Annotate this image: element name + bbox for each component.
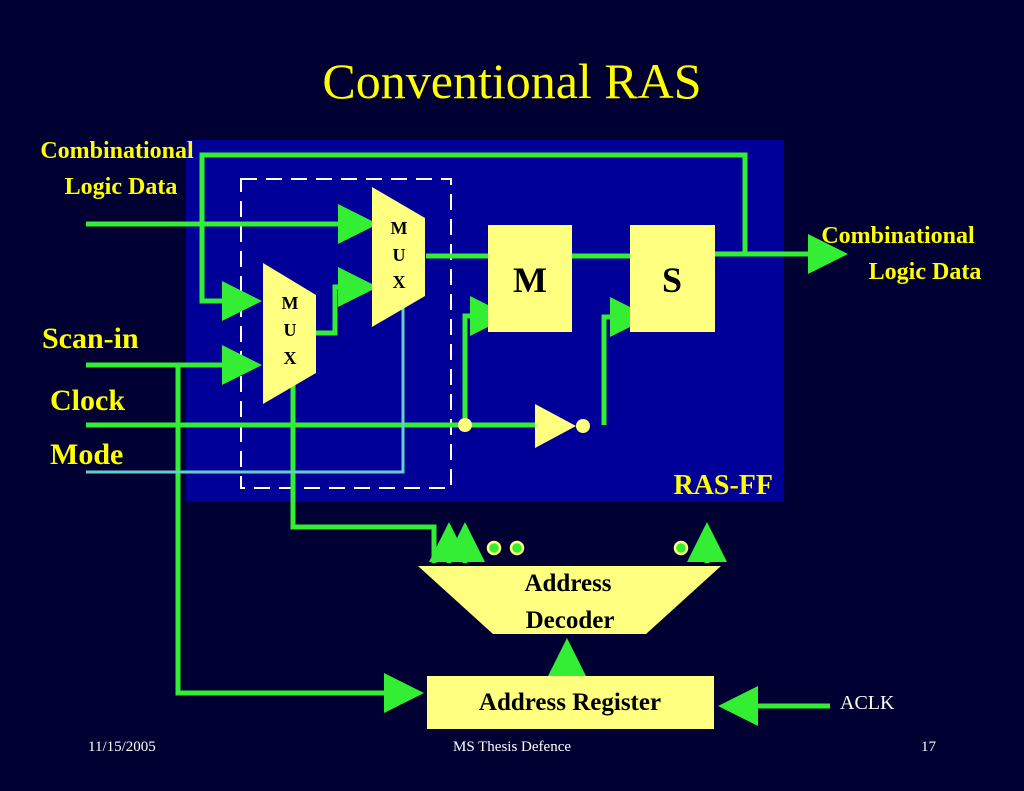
mux-upper — [372, 187, 425, 327]
mux-lower-letter-x: X — [284, 348, 297, 368]
mux-upper-letter-m: M — [391, 218, 408, 238]
footer-page-number: 17 — [921, 739, 936, 755]
scan-in-to-register-wire — [175, 365, 424, 713]
address-register — [427, 676, 714, 729]
decoder-output-dot-2 — [509, 540, 525, 556]
decoder-output-dot-1 — [486, 540, 502, 556]
comb-output-label-line2: Logic Data — [869, 259, 982, 285]
mode-wire — [86, 308, 405, 474]
mux-to-mux-wire — [316, 267, 378, 336]
ras-ff-label: RAS-FF — [673, 470, 773, 501]
mux-upper-letter-x: X — [393, 272, 406, 292]
aclk-label: ACLK — [840, 692, 895, 714]
mux-group-border — [240, 178, 452, 489]
slide-title: Conventional RAS — [322, 53, 702, 109]
footer-center: MS Thesis Defence — [452, 739, 572, 755]
inverter-bubble — [576, 419, 590, 433]
mode-label: Mode — [50, 438, 123, 471]
slave-latch — [630, 225, 715, 332]
mux-lower-letter-u: U — [284, 320, 297, 340]
comb-input-label-line2: Logic Data — [65, 174, 178, 200]
mux-upper-letter-u: U — [393, 245, 406, 265]
decoder-output-dot-3 — [673, 540, 689, 556]
address-decoder — [418, 566, 721, 634]
mux-lower — [263, 263, 316, 404]
mux-lower-letter-m: M — [282, 293, 299, 313]
address-register-label: Address Register — [479, 689, 661, 716]
footer-date: 11/15/2005 — [88, 739, 156, 755]
clock-label: Clock — [50, 384, 125, 417]
comb-output-label-line1: Combinational — [821, 223, 975, 249]
scan-in-label: Scan-in — [42, 322, 139, 355]
clock-junction-dot — [458, 418, 472, 432]
master-latch-label: M — [513, 260, 547, 300]
address-decoder-label-line2: Decoder — [526, 607, 615, 634]
clock-to-slave-wire — [601, 297, 650, 425]
address-decoder-label-line1: Address — [524, 570, 611, 597]
slave-latch-label: S — [662, 260, 682, 300]
clock-inverter — [535, 404, 576, 448]
master-latch — [488, 225, 572, 332]
feedback-wire — [199, 152, 748, 321]
comb-input-label-line1: Combinational — [40, 138, 194, 164]
